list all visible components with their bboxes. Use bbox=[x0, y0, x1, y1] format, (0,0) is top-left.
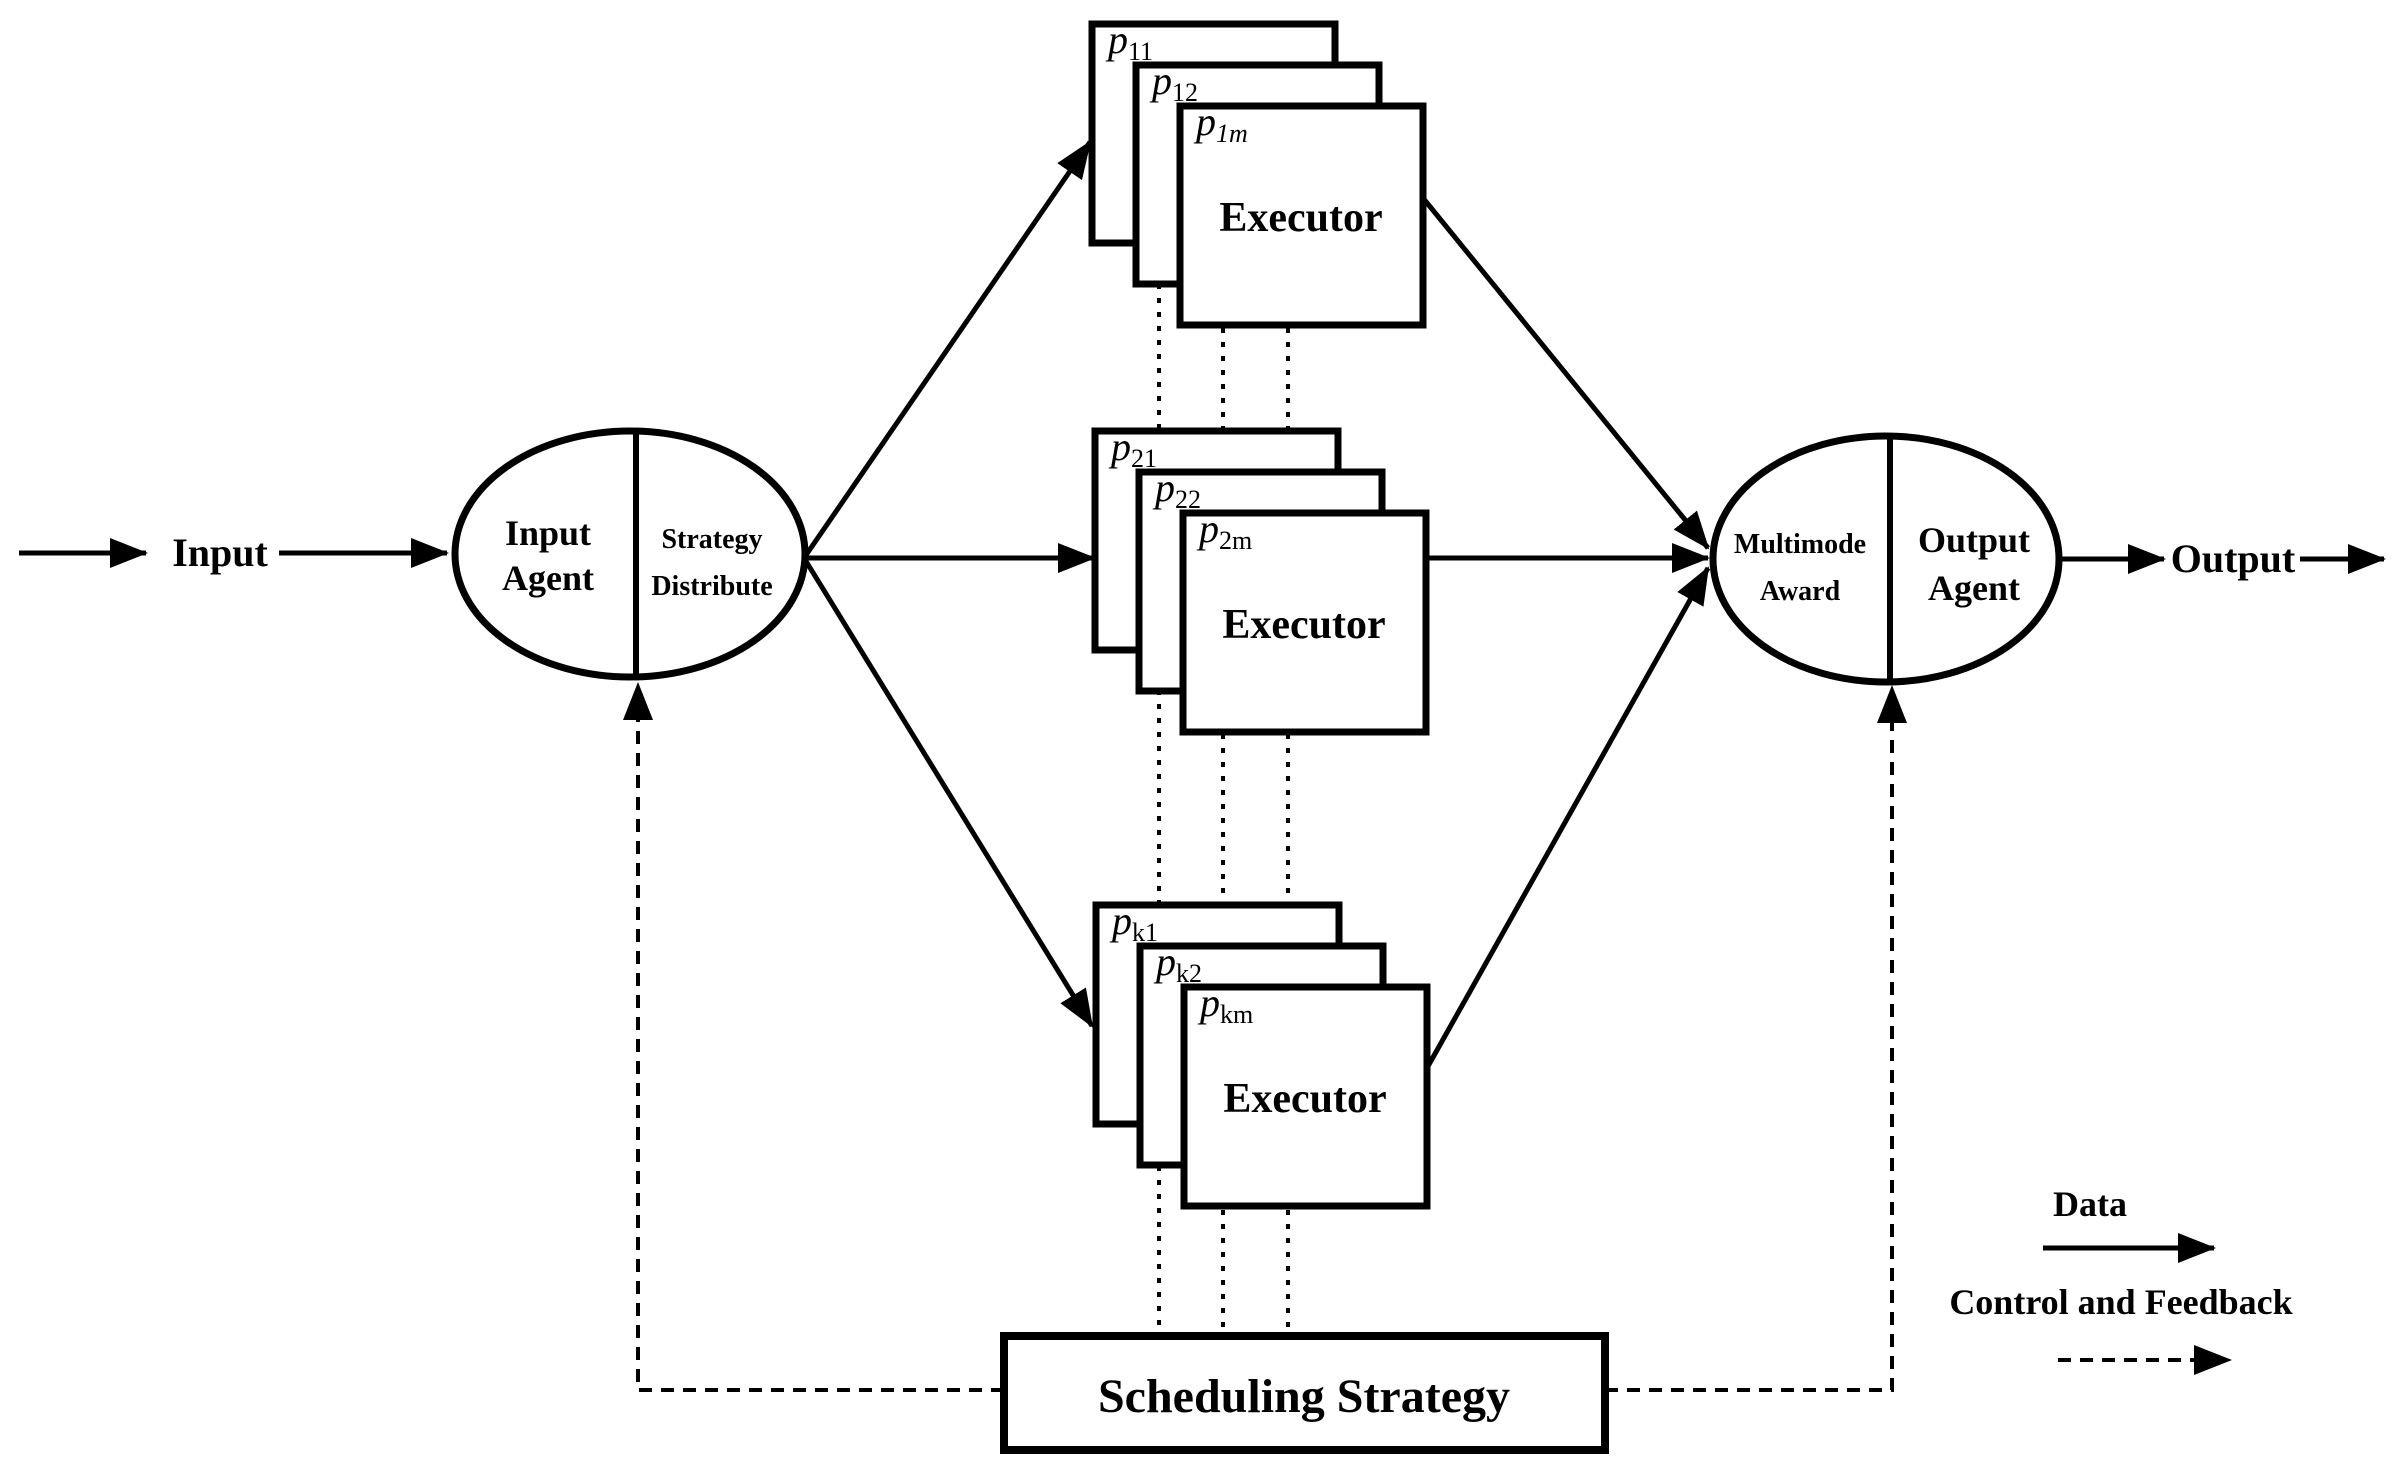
distribute-arrow-bottom bbox=[801, 556, 1095, 1028]
multimode-award-label-line2: Award bbox=[1760, 576, 1841, 607]
input-label: Input bbox=[172, 530, 268, 575]
stack1-box-front bbox=[1176, 102, 1427, 329]
stack2-executor-label: Executor bbox=[1222, 602, 1385, 648]
p-sub: 11 bbox=[1128, 37, 1153, 66]
scheduling-strategy-box bbox=[1000, 1332, 1609, 1454]
executor-stack-1: p11 p12 p1m Executor bbox=[1088, 17, 1427, 329]
stack3-executor-label: Executor bbox=[1223, 1076, 1386, 1122]
p-base: p bbox=[1193, 99, 1216, 144]
output-agent-label-line2: Agent bbox=[1928, 568, 2020, 608]
p-base: p bbox=[1149, 58, 1172, 103]
stack1-label-p11: p11 bbox=[1105, 17, 1153, 66]
input-agent-node: Input Agent Strategy Distribute bbox=[451, 427, 809, 681]
p-base: p bbox=[1108, 424, 1131, 469]
executor-stack-2: p21 p22 p2m Executor bbox=[1091, 424, 1430, 736]
scheduling-strategy-label: Scheduling Strategy bbox=[1098, 1370, 1510, 1423]
p-sub: 21 bbox=[1131, 444, 1157, 473]
legend-data-label: Data bbox=[2053, 1184, 2127, 1224]
strategy-distribute-label-line2: Distribute bbox=[651, 571, 772, 602]
multimode-award-label-line1: Multimode bbox=[1734, 529, 1866, 560]
input-agent-label-line2: Agent bbox=[502, 558, 594, 598]
control-feedback-paths bbox=[623, 682, 1907, 1392]
executor-stack-3: pk1 pk2 pkm Executor bbox=[1092, 898, 1431, 1210]
legend-control-label: Control and Feedback bbox=[1949, 1282, 2292, 1322]
p-sub: k2 bbox=[1176, 959, 1202, 988]
p-sub: 22 bbox=[1175, 485, 1201, 514]
control-path-right bbox=[1605, 685, 1907, 1392]
p-sub: k1 bbox=[1132, 918, 1158, 947]
stack3-label-pkm: pkm bbox=[1197, 980, 1253, 1029]
stack2-box-front bbox=[1179, 509, 1430, 736]
p-sub: km bbox=[1220, 1000, 1253, 1029]
award-arrow-top bbox=[1421, 196, 1710, 550]
p-base: p bbox=[1196, 506, 1219, 551]
control-path-left bbox=[623, 682, 1004, 1392]
output-label: Output bbox=[2171, 536, 2296, 581]
stack1-label-p12: p12 bbox=[1149, 58, 1198, 107]
stack2-label-p22: p22 bbox=[1152, 465, 1201, 514]
p-sub: 1m bbox=[1216, 119, 1248, 148]
strategy-distribute-label-line1: Strategy bbox=[661, 524, 762, 555]
stack3-label-pk1: pk1 bbox=[1109, 898, 1158, 947]
stack1-label-p1m: p1m bbox=[1193, 99, 1248, 148]
input-agent-label-line1: Input bbox=[505, 513, 591, 553]
p-base: p bbox=[1152, 465, 1175, 510]
p-sub: 12 bbox=[1172, 78, 1198, 107]
p-base: p bbox=[1105, 17, 1128, 62]
output-agent-node: Multimode Award Output Agent bbox=[1709, 432, 2063, 686]
stack2-label-p21: p21 bbox=[1108, 424, 1157, 473]
legend: Data Control and Feedback bbox=[1949, 1184, 2293, 1375]
stack3-box-front bbox=[1180, 983, 1431, 1210]
p-base: p bbox=[1109, 898, 1132, 943]
p-base: p bbox=[1153, 939, 1176, 984]
p-base: p bbox=[1197, 980, 1220, 1025]
award-arrow-bottom bbox=[1424, 566, 1711, 1070]
output-agent-label-line1: Output bbox=[1918, 520, 2030, 560]
scheduling-strategy-node: Scheduling Strategy bbox=[1000, 1332, 1609, 1454]
stack2-label-p2m: p2m bbox=[1196, 506, 1252, 555]
stack3-label-pk2: pk2 bbox=[1153, 939, 1202, 988]
data-flow-arrows bbox=[19, 140, 2386, 1070]
stack1-executor-label: Executor bbox=[1219, 195, 1382, 241]
p-sub: 2m bbox=[1219, 526, 1252, 555]
distribute-arrow-top bbox=[801, 140, 1093, 560]
